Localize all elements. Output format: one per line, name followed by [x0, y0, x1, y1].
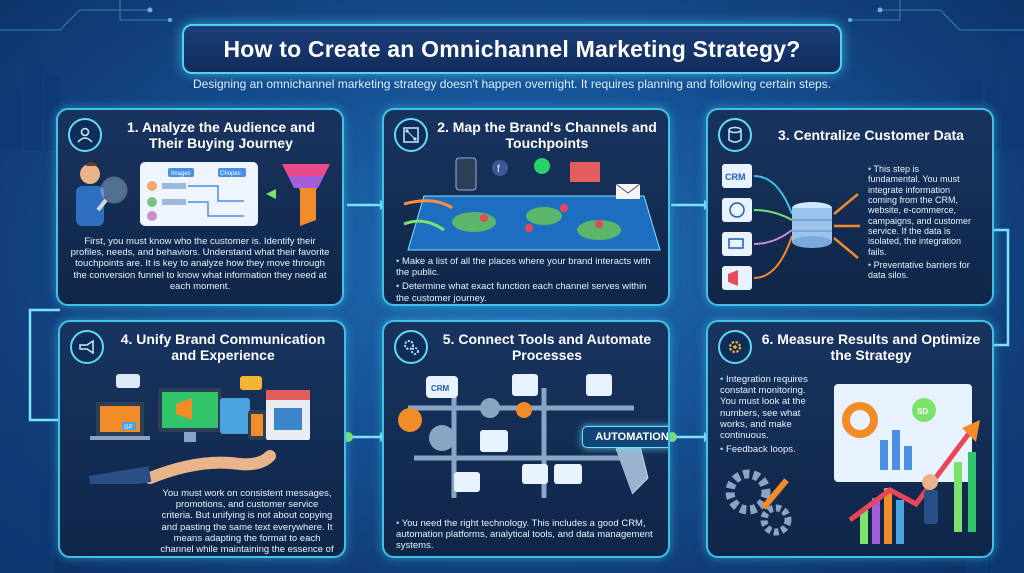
step-2-bullet: Determine what exact function each chann…: [396, 281, 656, 303]
step-3-title: 3. Centralize Customer Data: [778, 126, 964, 143]
step-3-bullet: This step is fundamental. You must integ…: [868, 164, 972, 257]
illus-label-crm: CRM: [725, 172, 746, 182]
step-2-title: 2. Map the Brand's Channels and Touchpoi…: [437, 118, 657, 151]
channels-map-illustration: f: [394, 156, 661, 252]
illus-label-sd: SD: [917, 407, 928, 416]
illus-label-images: Images: [171, 171, 191, 177]
audience-illustration: Images Chopes: [68, 156, 332, 232]
gears-decoration-icon: [725, 469, 792, 536]
page-subtitle: Designing an omnichannel marketing strat…: [192, 77, 831, 91]
step-5-title: 5. Connect Tools and Automate Processes: [442, 330, 652, 363]
automation-label: AUTOMATION: [582, 426, 668, 448]
audience-search-icon: [68, 118, 102, 152]
step-1-text: First, you must know who the customer is…: [70, 236, 330, 292]
automation-crm-label: CRM: [431, 384, 450, 393]
gears-icon: [394, 330, 428, 364]
data-hub-illustration: CRM: [708, 154, 868, 302]
illus-label-chopes: Chopes: [220, 171, 241, 177]
step-5-bullets: You need the right technology. This incl…: [384, 514, 668, 552]
step-6-title: 6. Measure Results and Optimize the Stra…: [761, 330, 981, 363]
brand-devices-illustration: GP: [70, 368, 334, 492]
automation-illustration: CRM AUTOMATION: [394, 368, 668, 514]
step-4-text: You must work on consistent messages, pr…: [160, 488, 334, 556]
step-4-title: 4. Unify Brand Communication and Experie…: [120, 330, 326, 363]
step-card-5: 5. Connect Tools and Automate Processes …: [382, 320, 670, 558]
title-banner: How to Create an Omnichannel Marketing S…: [182, 24, 842, 74]
step-1-title: 1. Analyze the Audience and Their Buying…: [126, 118, 315, 151]
step-card-2: 2. Map the Brand's Channels and Touchpoi…: [382, 108, 670, 306]
step-card-4: 4. Unify Brand Communication and Experie…: [58, 320, 346, 558]
step-card-6: 6. Measure Results and Optimize the Stra…: [706, 320, 994, 558]
step-card-3: 3. Centralize Customer Data CRM This ste…: [706, 108, 994, 306]
page-title: How to Create an Omnichannel Marketing S…: [223, 35, 801, 62]
illus-label-gp: GP: [124, 425, 133, 431]
step-2-bullets: Make a list of all the places where your…: [384, 252, 668, 304]
analytics-illustration: SD: [834, 384, 980, 544]
step-3-bullet: Preventative barriers for data silos.: [868, 260, 972, 281]
database-icon: [718, 118, 752, 152]
step-6-bullet: Integration requires constant monitoring…: [720, 374, 814, 441]
step-5-bullet: You need the right technology. This incl…: [396, 518, 656, 552]
channel-map-icon: [394, 118, 428, 152]
step-3-bullets: This step is fundamental. You must integ…: [856, 160, 984, 284]
step-6-bullets: Integration requires constant monitoring…: [708, 364, 826, 455]
step-card-1: 1. Analyze the Audience and Their Buying…: [56, 108, 344, 306]
step-2-bullet: Make a list of all the places where your…: [396, 256, 656, 278]
step-6-bullet: Feedback loops.: [720, 444, 814, 455]
gear-analytics-icon: [718, 330, 752, 364]
megaphone-icon: [70, 330, 104, 364]
svg-text:f: f: [497, 164, 500, 175]
